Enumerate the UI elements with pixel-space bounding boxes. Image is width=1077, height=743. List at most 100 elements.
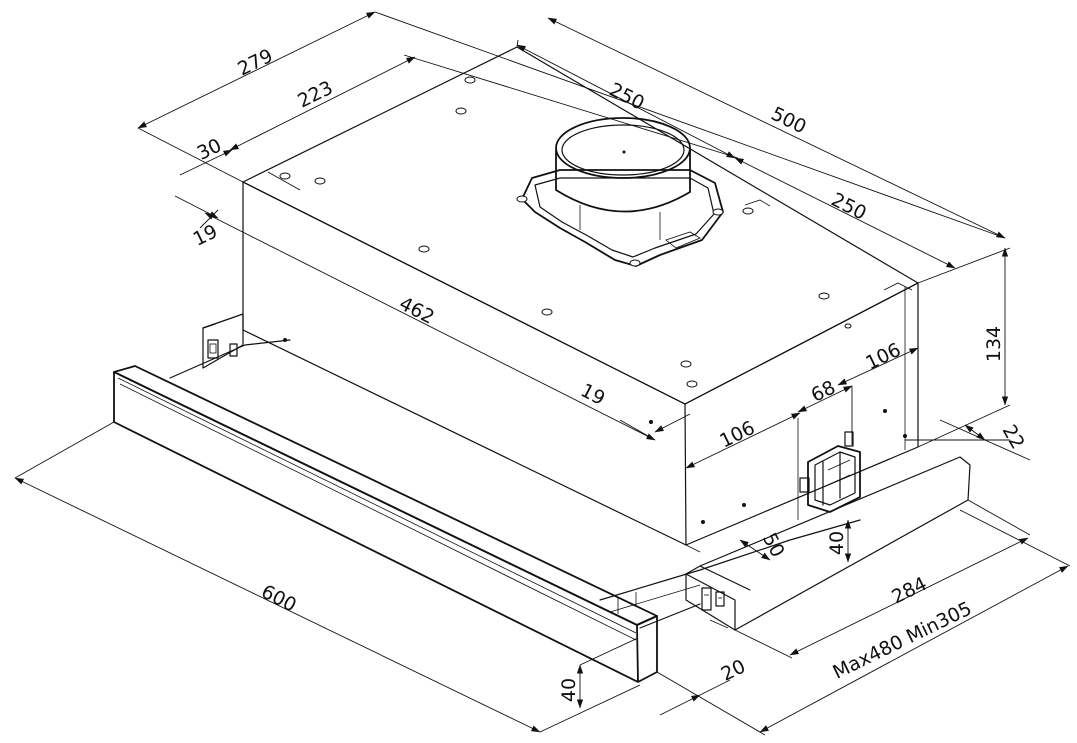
- left-box-edge: [202, 323, 216, 329]
- mounting-hole: [680, 360, 692, 368]
- dimension-labels: 279 223 30 19 250 500 250 462 19 134 106…: [190, 45, 1029, 702]
- dim-134-ext-bottom: [917, 404, 1011, 448]
- dim-19-front-ext: [654, 413, 691, 433]
- dim-284-ext-2: [967, 499, 1031, 536]
- dim-600-ext: [14, 421, 115, 479]
- dim-22-line: [964, 424, 986, 441]
- dim-106-front-label: 106: [716, 417, 758, 453]
- collar-screw-hole: [712, 208, 724, 216]
- mounting-hole: [844, 323, 852, 329]
- dim-extension-ext-2: [656, 671, 766, 736]
- dim-19-left-label: 19: [190, 220, 221, 250]
- left-switch-detail: [209, 343, 217, 354]
- bracket-plate-inner: [814, 451, 856, 506]
- dim-30-label: 30: [194, 134, 225, 164]
- visor-top: [113, 365, 658, 626]
- top-step: [744, 199, 771, 207]
- rail-screw: [283, 338, 287, 342]
- visor-groove-2: [119, 383, 637, 641]
- bracket-tab: [799, 477, 810, 493]
- mounting-hole: [314, 177, 326, 185]
- dim-40-front-label: 40: [558, 678, 580, 702]
- right-switch-icon-2: [715, 591, 725, 607]
- outlet-collar: [516, 117, 724, 267]
- bracket-detail: [827, 459, 851, 486]
- dim-500-ext: [374, 11, 1006, 239]
- body-right-face: [684, 282, 919, 546]
- dim-40-front-ext: [579, 637, 639, 666]
- dim-500-line: [547, 17, 1006, 239]
- dim-500-label: 500: [768, 103, 810, 139]
- dim-600-line: [14, 477, 541, 733]
- drawer-rail-inner: [609, 584, 701, 613]
- dim-extension-line: [759, 565, 1069, 733]
- dim-19-front-label: 19: [577, 379, 609, 410]
- dim-50-line: [739, 539, 771, 561]
- dim-134-ext-top: [917, 247, 1011, 284]
- visor-end: [636, 615, 658, 683]
- drawer-rail-front: [599, 519, 861, 601]
- dim-106-front-line: [685, 412, 801, 469]
- mounting-hole: [541, 308, 553, 316]
- left-switch-box: [202, 313, 244, 369]
- collar-rim: [555, 117, 691, 179]
- collar-cylinder: [555, 148, 691, 213]
- dim-223-line: [229, 56, 416, 151]
- dim-extension-label: Max480 Min305: [829, 597, 975, 683]
- body-front-face: [242, 181, 687, 546]
- hood-body: [242, 46, 919, 553]
- right-face-screws: [649, 409, 907, 524]
- slide-bracket: [797, 418, 861, 520]
- dim-extension-ext: [959, 509, 1071, 567]
- visor-groove: [117, 377, 637, 634]
- collar-screw-hole: [629, 259, 641, 267]
- dim-134-label: 134: [983, 326, 1005, 362]
- screw: [742, 503, 746, 507]
- dim-20-label: 20: [718, 655, 749, 685]
- mounting-hole: [686, 380, 698, 388]
- top-corner-step: [883, 282, 913, 291]
- dim-223-ext: [403, 54, 739, 159]
- right-face-bottom: [685, 544, 701, 553]
- drawer-rail-lower: [639, 603, 701, 629]
- dim-40-side-label: 40: [826, 531, 848, 555]
- mounting-hole: [464, 76, 476, 84]
- bracket-plate: [807, 445, 861, 513]
- dim-284-label: 284: [888, 573, 930, 609]
- right-switch-icon: [701, 587, 712, 611]
- screw: [701, 520, 705, 524]
- dim-600-ext-2: [539, 684, 641, 733]
- right-box-top: [699, 565, 751, 591]
- collar-flange: [521, 169, 724, 267]
- dim-22-label: 22: [998, 421, 1029, 453]
- body-top-face: [242, 46, 919, 405]
- bracket-tab: [844, 431, 854, 447]
- mounting-hole: [455, 107, 467, 115]
- dim-279-ext: [137, 127, 244, 183]
- collar-rim-inner: [561, 124, 685, 176]
- dim-19-front-line: [619, 419, 656, 441]
- dim-279-label: 279: [234, 45, 276, 81]
- dim-462-line: [204, 212, 656, 441]
- right-box-corner: [685, 573, 736, 631]
- mounting-hole: [418, 245, 430, 253]
- dim-68-label: 68: [808, 376, 839, 406]
- dim-20-line: [659, 694, 701, 716]
- switch-detail: [709, 619, 729, 629]
- left-switch-icon: [207, 339, 219, 359]
- visor-front: [113, 371, 639, 683]
- dim-250-right-label: 250: [828, 189, 870, 225]
- collar-center: [622, 150, 626, 154]
- dim-284-ext: [734, 629, 793, 659]
- screw: [649, 420, 653, 424]
- mounting-hole: [279, 172, 291, 180]
- dim-50-label: 50: [758, 529, 789, 561]
- dim-30-ext: [267, 171, 301, 191]
- dimension-lines: [14, 11, 1071, 736]
- dim-30-line: [179, 149, 233, 176]
- sliding-drawer: [113, 313, 971, 683]
- dim-106-side-label: 106: [862, 339, 904, 375]
- collar-screw-hole: [516, 195, 528, 203]
